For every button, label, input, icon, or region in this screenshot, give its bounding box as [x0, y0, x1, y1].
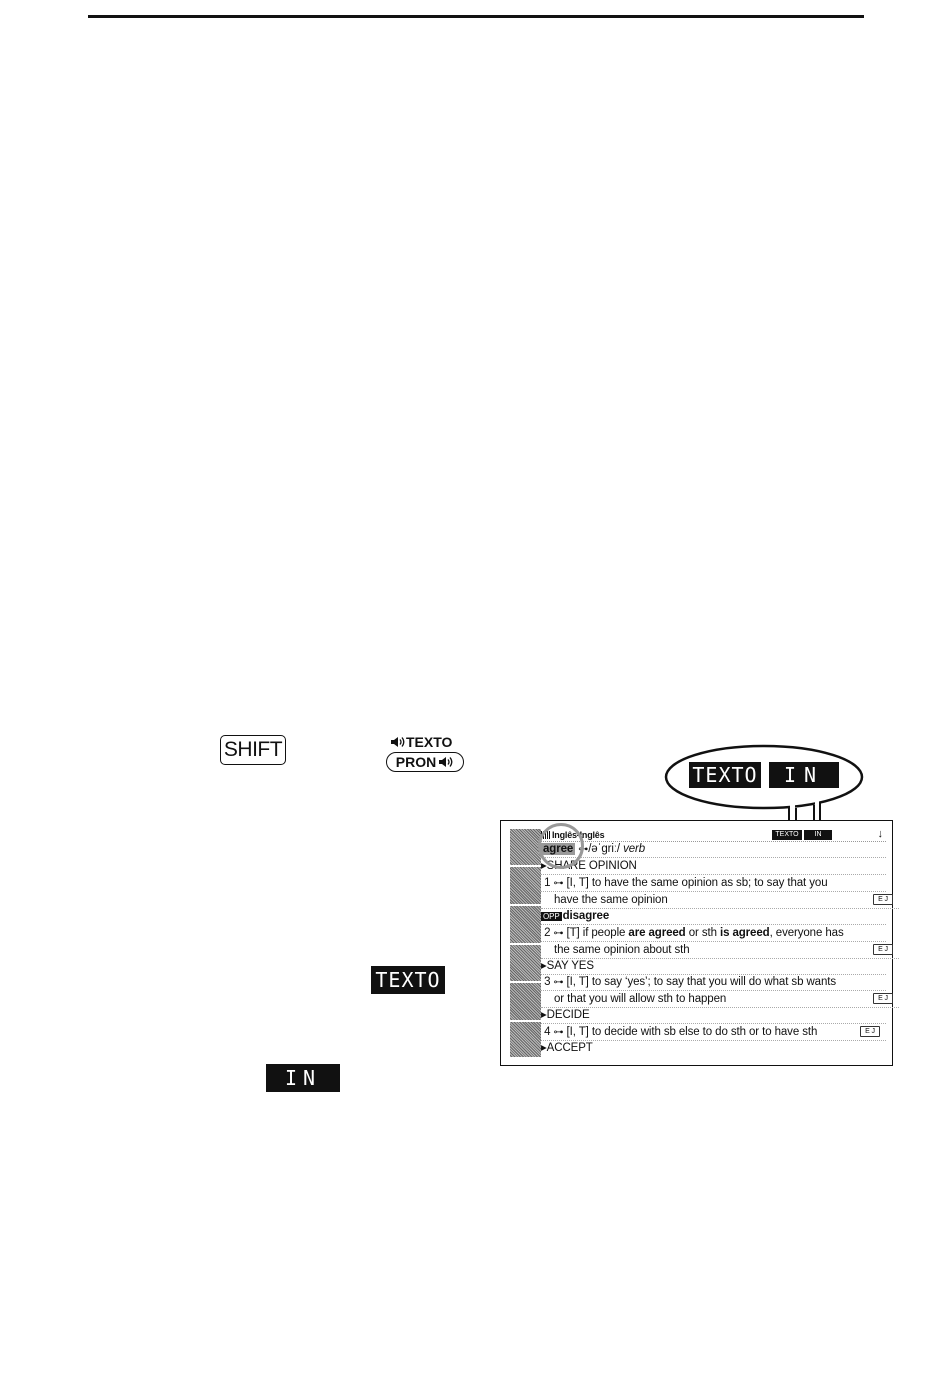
definition-number: 3 — [544, 976, 551, 988]
definition-line: 4 ⊶ [I, T] to decide with sb else to do … — [541, 1024, 886, 1041]
highlight-circle — [538, 823, 584, 869]
sense-label: ▸SAY YES — [541, 958, 886, 975]
definition-line: have the same opinion E J — [541, 892, 899, 909]
texto-key-text: TEXTO — [406, 734, 453, 750]
scroll-down-icon: ↓ — [877, 828, 884, 840]
header-in-badge: IN — [804, 830, 832, 840]
key-icon: ⊶ — [553, 1027, 564, 1038]
callout-in-badge: IN — [769, 762, 839, 788]
definition-text: the same opinion about sth — [554, 944, 690, 956]
pron-key: PRON — [386, 752, 464, 772]
side-separator — [510, 981, 541, 983]
opp-label: OPP — [541, 912, 562, 921]
definition-line: 1 ⊶ [I, T] to have the same opinion as s… — [541, 875, 886, 892]
definition-text: [I, T] to say ‘yes’; to say that you wil… — [566, 976, 837, 988]
speaker-icon — [391, 737, 405, 747]
definition-line: 3 ⊶ [I, T] to say ‘yes’; to say that you… — [541, 974, 886, 991]
callout-balloon — [664, 744, 864, 828]
definition-text: or sth — [685, 927, 720, 939]
definition-text: or that you will allow sth to happen — [554, 993, 727, 1005]
pronunciation: /əˈgriː/ — [588, 843, 620, 855]
definition-text: , everyone has — [769, 927, 844, 939]
ej-icon: E J — [860, 1026, 880, 1037]
top-rule — [88, 15, 864, 18]
speaker-icon — [439, 757, 453, 767]
definition-text: [I, T] to have the same opinion as sb; t… — [566, 877, 828, 889]
key-icon: ⊶ — [553, 878, 564, 889]
definition-text: have the same opinion — [554, 894, 668, 906]
definition-number: 2 — [544, 927, 551, 939]
part-of-speech: verb — [623, 843, 646, 855]
callout-texto-badge: TEXTO — [689, 762, 761, 788]
definition-bold: are agreed — [628, 927, 686, 939]
definition-line: or that you will allow sth to happen E J — [541, 991, 899, 1008]
in-indicator: IN — [266, 1064, 340, 1092]
header-texto-badge: TEXTO — [772, 830, 802, 840]
definition-text: [T] if people — [566, 927, 629, 939]
side-separator — [510, 943, 541, 945]
definition-bold: is agreed — [719, 927, 770, 939]
side-separator — [510, 1020, 541, 1022]
sense-label: ▸DECIDE — [541, 1007, 886, 1024]
screen-side-panel — [510, 829, 541, 1057]
key-icon: ⊶ — [553, 928, 564, 939]
ej-icon: E J — [873, 993, 893, 1004]
side-separator — [510, 904, 541, 906]
pron-key-text: PRON — [395, 753, 437, 770]
definition-text: [I, T] to decide with sb else to do sth … — [566, 1026, 818, 1038]
headword-line: agree ⊶/əˈgriː/ verb — [541, 841, 886, 858]
definition-line: 2 ⊶ [T] if people are agreed or sth is a… — [541, 925, 886, 942]
definition-number: 1 — [544, 877, 551, 889]
ej-icon: E J — [873, 894, 893, 905]
sense-label: ▸SHARE OPINION — [541, 858, 886, 875]
texto-key-label: TEXTO — [390, 733, 452, 751]
shift-key: SHIFT — [220, 735, 286, 765]
opposite-word: disagree — [562, 910, 610, 922]
definition-line: the same opinion about sth E J — [541, 942, 899, 959]
definition-number: 4 — [544, 1026, 551, 1038]
ej-icon: E J — [873, 944, 893, 955]
sense-label: ▸ACCEPT — [541, 1042, 593, 1054]
key-icon: ⊶ — [553, 977, 564, 988]
texto-indicator: TEXTO — [371, 966, 445, 994]
side-separator — [510, 865, 541, 867]
